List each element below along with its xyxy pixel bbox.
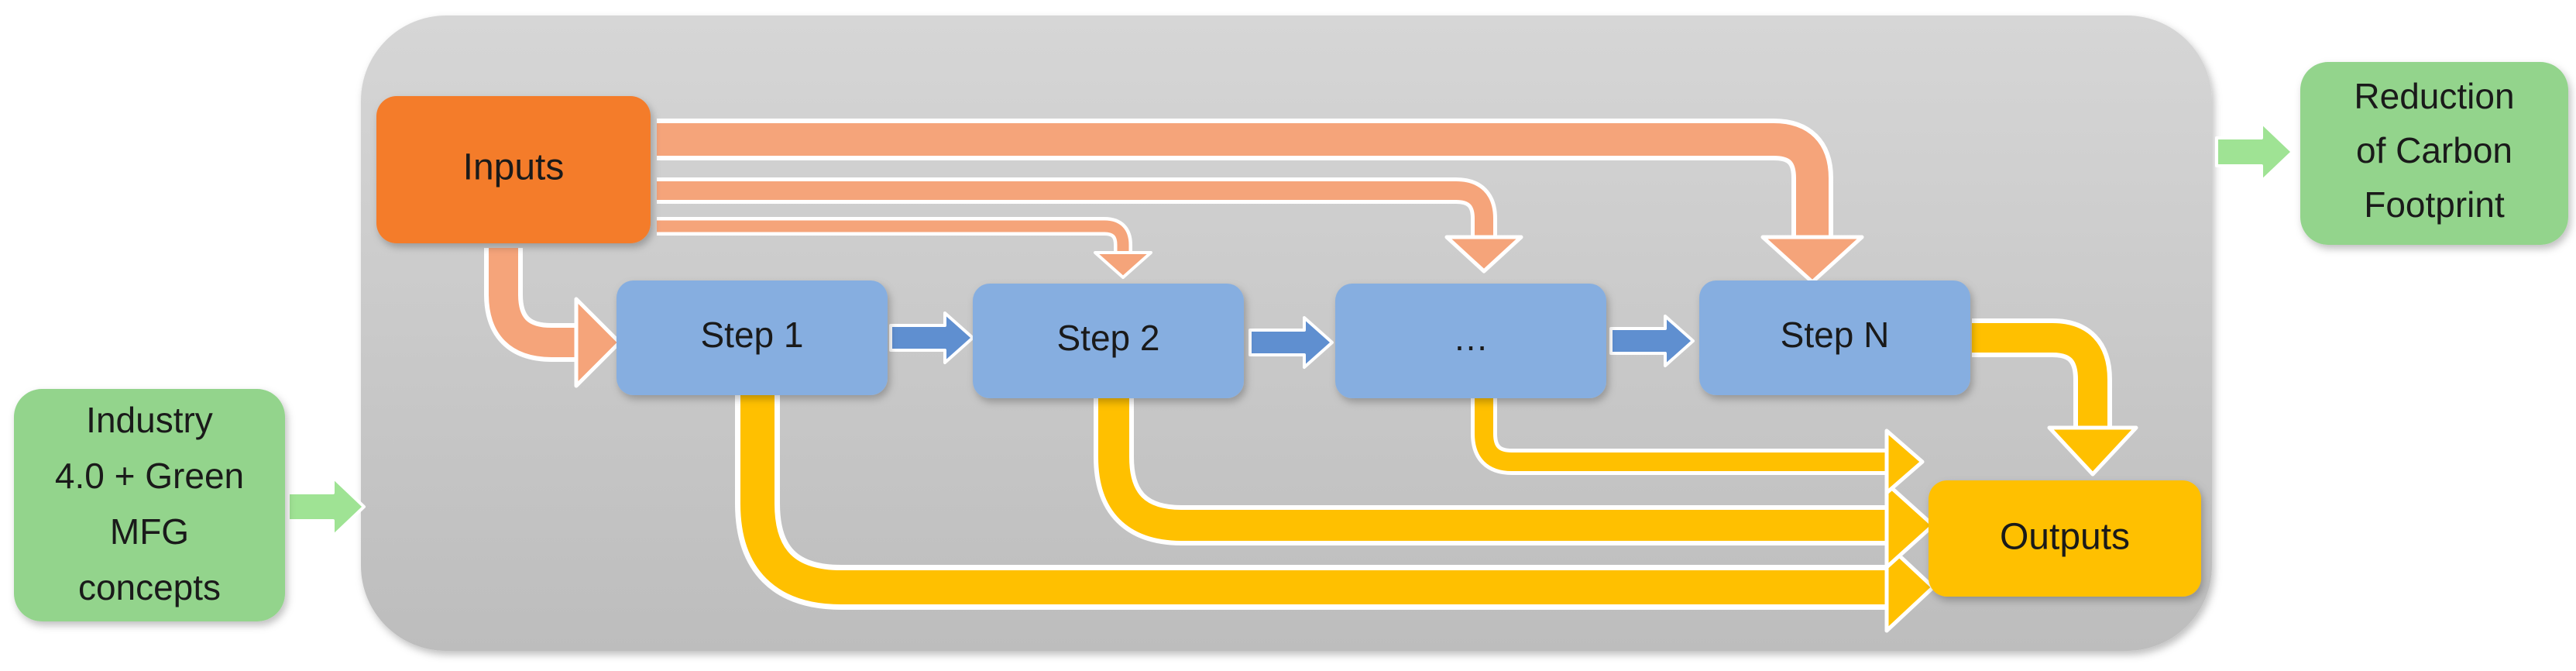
context-box: Industry 4.0 + Green MFG concepts — [14, 389, 285, 621]
step-1-box: Step 1 — [617, 280, 888, 395]
arrow-step-1-to-step-2 — [889, 311, 974, 364]
connector-step-2-to-outputs — [1094, 395, 1935, 569]
arrow-panel-to-result — [2215, 121, 2294, 183]
step-1-label: Step 1 — [701, 315, 804, 355]
context-arrows — [287, 121, 2294, 538]
connector-inputs-to-step-1 — [484, 248, 622, 388]
step-arrows — [889, 311, 1695, 369]
inputs-box: Inputs — [376, 96, 651, 243]
context-line-1: Industry — [86, 400, 213, 440]
step-n-label: Step N — [1781, 315, 1890, 355]
arrow-context-to-panel — [287, 476, 366, 538]
arrow-step-2-to-ellipsis — [1249, 316, 1334, 369]
result-box: Reduction of Carbon Footprint — [2300, 62, 2568, 245]
result-line-3: Footprint — [2364, 184, 2505, 225]
context-line-3: MFG — [110, 511, 189, 552]
result-line-2: of Carbon — [2356, 130, 2512, 170]
step-n-box: Step N — [1699, 280, 1970, 395]
outputs-box: Outputs — [1929, 480, 2201, 597]
connector-ellipsis-to-outputs — [1471, 395, 1925, 495]
step-2-label: Step 2 — [1057, 318, 1160, 358]
connector-inputs-to-step-n — [657, 119, 1864, 284]
step-ellipsis-label: … — [1453, 318, 1489, 358]
inputs-label: Inputs — [463, 147, 565, 188]
connector-step-1-to-outputs — [735, 395, 1935, 633]
step-ellipsis-box: … — [1335, 284, 1606, 398]
arrow-ellipsis-to-step-n — [1609, 315, 1695, 367]
context-line-4: concepts — [78, 567, 221, 607]
context-line-2: 4.0 + Green — [55, 456, 244, 496]
outputs-label: Outputs — [2000, 517, 2130, 558]
connector-inputs-to-ellipsis — [657, 177, 1523, 274]
result-line-1: Reduction — [2354, 76, 2514, 116]
step-2-box: Step 2 — [973, 284, 1244, 398]
connector-inputs-to-step-2 — [657, 217, 1152, 279]
input-connectors — [484, 119, 1864, 388]
output-connectors — [735, 318, 2138, 633]
connector-step-n-to-outputs — [1972, 318, 2138, 477]
